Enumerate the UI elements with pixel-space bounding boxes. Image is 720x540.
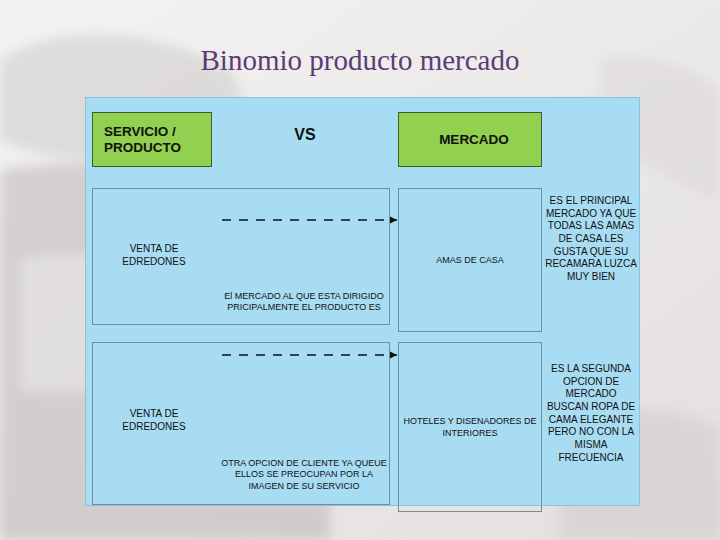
slide-title: Binomio producto mercado	[100, 44, 620, 77]
versus-text: VS	[270, 125, 340, 145]
box-text: VENTA DE EDREDONES	[107, 233, 201, 279]
product-box: VENTA DE EDREDONES El MERCADO AL QUE ESTA…	[92, 188, 390, 325]
box-note: OTRA OPCION DE CLIENTE YA QUEUE ELLOS SE…	[219, 447, 389, 503]
dashed-arrow	[222, 354, 397, 355]
product-box: VENTA DE EDREDONES OTRA OPCION DE CLIENTE…	[92, 342, 390, 505]
box-text: VENTA DE EDREDONES	[107, 399, 201, 443]
market-note: ES EL PRINCIPAL MERCADO YA QUE TODAS LAS…	[544, 195, 638, 284]
market-box: AMAS DE CASA	[398, 188, 542, 332]
market-note: ES LA SEGUNDA OPCION DE MERCADO BUSCAN R…	[544, 363, 638, 465]
box-text: HOTELES Y DISENADORES DE INTERIORES	[403, 347, 537, 508]
box-text: SERVICIO / PRODUCTO	[97, 117, 217, 163]
market-box: HOTELES Y DISENADORES DE INTERIORES	[398, 342, 542, 512]
box-text: MERCADO	[403, 117, 545, 163]
header-box: SERVICIO / PRODUCTO	[92, 112, 212, 167]
header-box: MERCADO	[398, 112, 542, 167]
dashed-arrow	[222, 219, 397, 220]
box-text: AMAS DE CASA	[403, 193, 537, 328]
box-note: El MERCADO AL QUE ESTA DIRIGIDO PRICIPAL…	[219, 281, 389, 323]
